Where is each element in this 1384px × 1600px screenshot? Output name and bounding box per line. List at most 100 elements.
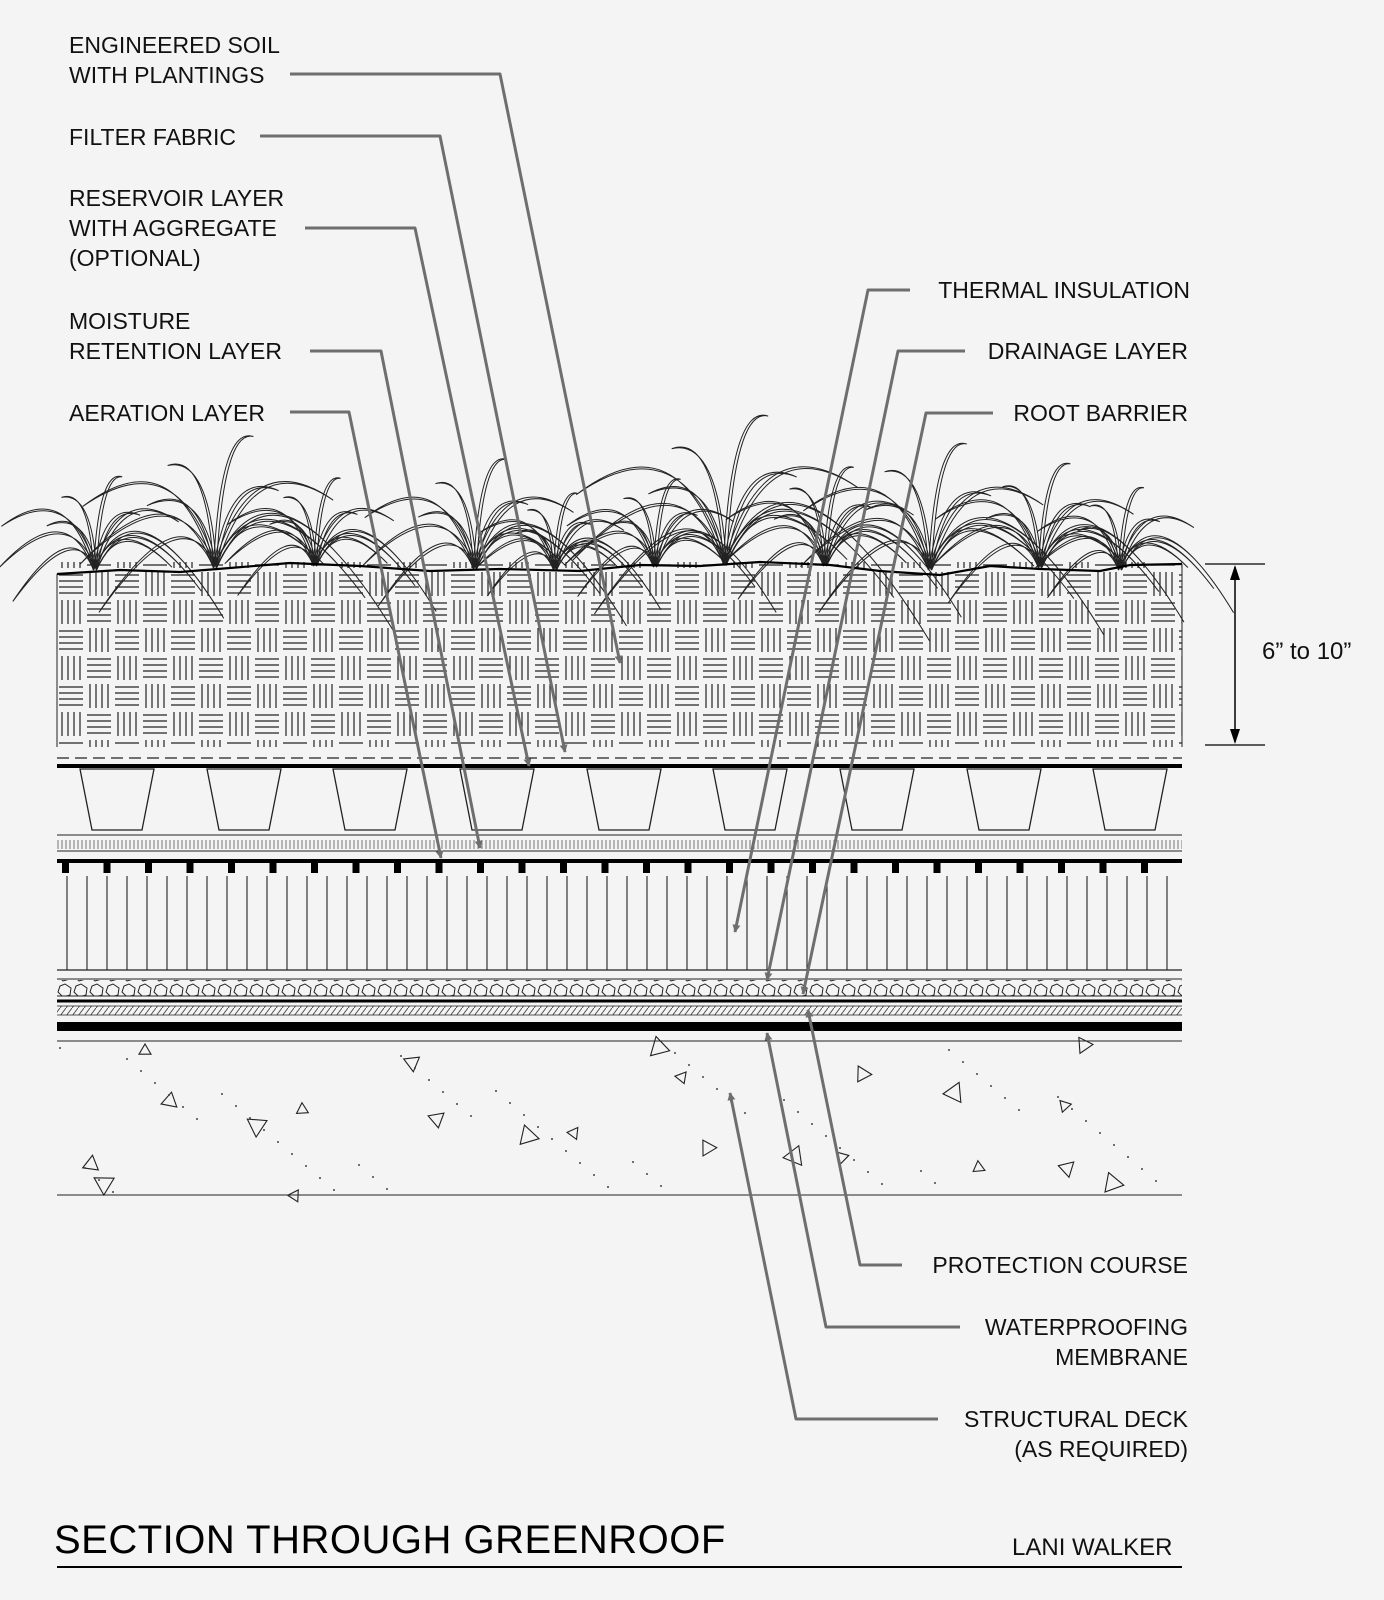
plant-blade: [146, 498, 217, 569]
aggregate-stone: [246, 1118, 268, 1139]
aggregate-stone: [972, 1159, 986, 1173]
plant-blade: [1037, 515, 1122, 571]
reservoir-cup: [79, 768, 155, 831]
aggregate-stone: [565, 1126, 579, 1141]
waterproofing-membrane-layer: [57, 1022, 1182, 1031]
leader-moisture: [310, 349, 483, 849]
leader-structural-deck: [727, 1092, 938, 1421]
aggregate-dot: [853, 1159, 855, 1161]
aggregate-dot: [59, 1047, 61, 1049]
aeration-tooth: [809, 861, 816, 873]
aggregate-dot: [221, 1093, 223, 1095]
aeration-tooth: [560, 861, 567, 873]
aggregate-stone: [702, 1139, 718, 1157]
aggregate-dot: [551, 1138, 553, 1140]
aggregate-stone: [1057, 1161, 1075, 1179]
plant-blade: [1118, 486, 1145, 571]
label-filter-fabric: FILTER FABRIC: [69, 124, 236, 150]
label-moisture-retention: MOISTURE RETENTION LAYER: [69, 308, 282, 364]
aggregate-dot: [154, 1082, 156, 1084]
drawing-author: LANI WALKER: [1012, 1534, 1173, 1561]
plant-blade: [572, 502, 727, 565]
plant-blade: [653, 508, 735, 568]
aggregate-dot: [196, 1118, 198, 1120]
aeration-tooth: [684, 861, 692, 873]
aggregate-dot: [811, 1123, 813, 1125]
aggregate-dot: [182, 1106, 184, 1108]
aggregate-dot: [881, 1183, 883, 1185]
reservoir-cup: [206, 768, 282, 831]
aggregate-dot: [140, 1070, 142, 1072]
dimension-arrow-bottom: [1230, 729, 1240, 744]
structural-deck-aggregate: [59, 1035, 1157, 1203]
aggregate-dot: [1057, 1096, 1059, 1098]
aggregate-dot: [1127, 1156, 1129, 1158]
aggregate-stone: [1078, 1036, 1095, 1055]
aggregate-dot: [607, 1186, 609, 1188]
label-engineered-soil: ENGINEERED SOIL WITH PLANTINGS: [69, 32, 280, 88]
aggregate-dot: [333, 1189, 335, 1191]
plant-blade: [802, 486, 932, 571]
aggregate-stone: [427, 1112, 445, 1129]
aeration-tooth: [269, 861, 277, 873]
plant-blade: [934, 499, 1042, 569]
plant-blade: [1118, 542, 1189, 571]
aggregate-dot: [1071, 1108, 1073, 1110]
aeration-tooth: [850, 861, 858, 873]
plant-blade: [1038, 524, 1185, 623]
aggregate-dot: [1018, 1109, 1020, 1111]
aggregate-dot: [674, 1052, 676, 1054]
aggregate-dot: [579, 1162, 581, 1164]
leader-root-barrier: [800, 411, 993, 995]
aeration-tooth: [892, 861, 899, 873]
aggregate-dot: [593, 1174, 595, 1176]
plant-blade: [653, 478, 681, 568]
aggregate-dot: [1004, 1097, 1006, 1099]
dimension-label: 6” to 10”: [1262, 638, 1352, 665]
reservoir-cup: [839, 768, 915, 831]
plant-blade: [1, 508, 97, 571]
aeration-tooth: [311, 861, 318, 873]
label-reservoir-layer: RESERVOIR LAYER WITH AGGREGATE (OPTIONAL…: [69, 185, 285, 271]
plant-blade: [1090, 504, 1122, 571]
plant-blade: [477, 519, 557, 571]
plant-blade: [1118, 535, 1235, 613]
aggregate-dot: [509, 1102, 511, 1104]
aggregate-dot: [1155, 1180, 1157, 1182]
leader-waterproofing: [764, 1032, 960, 1329]
plant-blade: [283, 496, 317, 567]
plant-blade: [473, 500, 529, 570]
aggregate-dot: [1085, 1120, 1087, 1122]
aggregate-dot: [414, 1067, 416, 1069]
plant-blade: [823, 504, 874, 567]
aggregate-dot: [126, 1058, 128, 1060]
label-drainage-layer: DRAINAGE LAYER: [987, 338, 1188, 364]
aggregate-stone: [649, 1035, 671, 1057]
aggregate-stone: [519, 1124, 541, 1146]
aggregate-dot: [372, 1176, 374, 1178]
aeration-tooth: [1016, 861, 1024, 873]
plant-blade: [1118, 515, 1195, 571]
plant-blade: [269, 519, 317, 567]
aeration-tooth: [394, 861, 401, 873]
plant-blade: [93, 475, 123, 571]
plant-blade: [213, 485, 279, 569]
plant-blade: [1118, 518, 1161, 571]
plant-blade: [723, 514, 848, 565]
aggregate-stone: [93, 1177, 116, 1197]
aggregate-dot: [84, 1167, 86, 1169]
reservoir-cup: [332, 768, 408, 831]
thermal-insulation-layer: [57, 876, 1182, 970]
aeration-tooth: [228, 861, 235, 873]
aggregate-dot: [920, 1170, 922, 1172]
plant-blade: [93, 511, 141, 571]
leader-lines: [260, 72, 993, 1421]
aggregate-dot: [400, 1055, 402, 1057]
aggregate-dot: [688, 1064, 690, 1066]
aeration-tooth: [103, 861, 111, 873]
reservoir-cups: [79, 768, 1168, 831]
aggregate-dot: [660, 1185, 662, 1187]
aggregate-stone: [81, 1154, 100, 1171]
plant-blade: [435, 481, 477, 570]
plant-blade: [564, 530, 657, 568]
